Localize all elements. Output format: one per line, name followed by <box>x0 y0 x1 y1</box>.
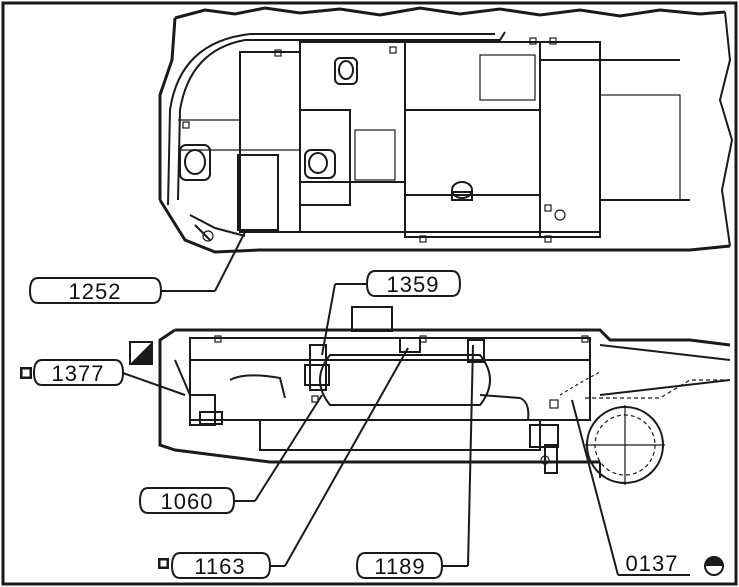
top-motor-left <box>179 144 211 181</box>
half-filled-circle-icon <box>704 556 724 576</box>
side-right-fixture <box>529 399 559 474</box>
leader-line-1060-b <box>254 394 323 502</box>
callout-1163[interactable]: 1163 <box>158 347 409 579</box>
side-left-fixture <box>174 359 223 426</box>
callout-label-1359: 1359 <box>387 272 440 297</box>
callout-0137[interactable]: 0137 <box>571 399 724 576</box>
callout-label-1189: 1189 <box>374 554 425 579</box>
callout-label-1163: 1163 <box>194 554 245 579</box>
leader-line-1163-b <box>284 347 409 567</box>
callout-1377[interactable]: 1377 <box>20 359 186 396</box>
leader-line-0137 <box>571 399 619 576</box>
callout-label-1377: 1377 <box>52 361 105 386</box>
callout-1252[interactable]: 1252 <box>28 231 246 304</box>
revision-flag-icon <box>129 341 153 365</box>
callout-label-1060: 1060 <box>161 489 214 514</box>
leader-line-1189-b <box>467 344 474 567</box>
callout-label-0137: 0137 <box>626 551 679 576</box>
top-fasteners <box>182 37 566 243</box>
callout-1359[interactable]: 1359 <box>321 270 462 356</box>
leader-line-1377 <box>122 372 186 396</box>
leader-line-1359-b <box>321 283 336 356</box>
callout-1189[interactable]: 1189 <box>355 344 474 579</box>
side-fasteners <box>214 335 589 465</box>
top-motor-middle <box>304 149 336 179</box>
drive-wheel <box>585 379 730 485</box>
side-view-assembly <box>158 306 731 485</box>
callout-label-1252: 1252 <box>69 279 122 304</box>
top-motor-upper <box>334 57 358 85</box>
top-view-assembly <box>158 6 734 254</box>
leader-line-1252-b <box>214 231 246 292</box>
top-connector <box>451 181 473 201</box>
callout-1060[interactable]: 1060 <box>138 394 323 514</box>
